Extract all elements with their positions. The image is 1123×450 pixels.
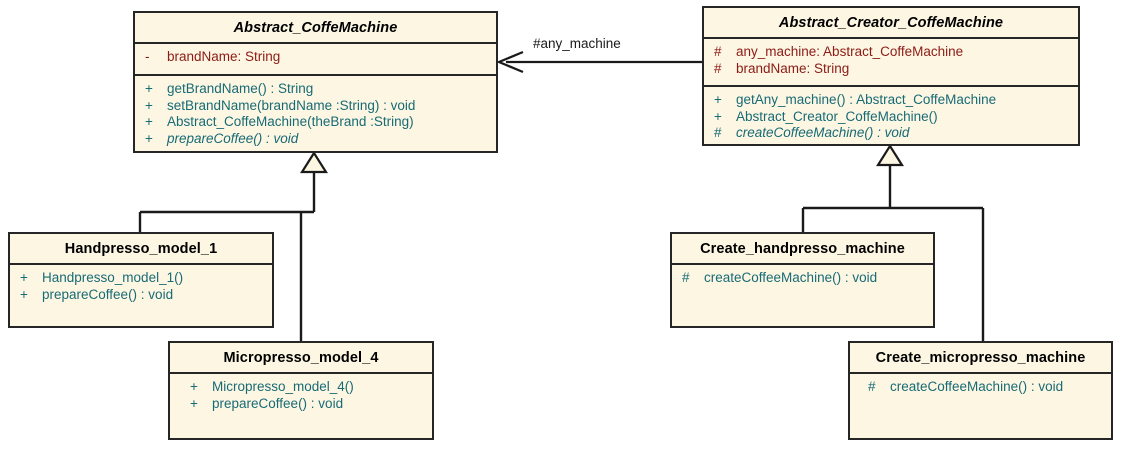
visibility-marker: -	[145, 49, 150, 64]
method-text: createCoffeeMachine() : void	[736, 125, 910, 140]
attribute-row: - brandName: String	[143, 49, 492, 66]
method-row: + Abstract_Creator_CoffeMachine()	[712, 109, 1074, 126]
method-row: # createCoffeeMachine() : void	[680, 270, 929, 287]
class-abstract-creator-coffe-machine[interactable]: Abstract_Creator_CoffeMachine # any_mach…	[702, 6, 1080, 146]
visibility-marker: +	[190, 379, 198, 394]
visibility-marker: +	[20, 286, 28, 302]
visibility-marker: +	[145, 130, 153, 146]
method-text: getBrandName() : String	[167, 81, 314, 96]
methods-compartment: # createCoffeeMachine() : void	[672, 265, 933, 326]
method-row: + prepareCoffee() : void	[143, 131, 492, 148]
visibility-marker: #	[682, 270, 690, 285]
visibility-marker: #	[868, 379, 876, 394]
class-title: Abstract_Creator_CoffeMachine	[704, 8, 1078, 39]
method-row: + prepareCoffee() : void	[18, 287, 268, 304]
class-title: Create_handpresso_machine	[672, 234, 933, 265]
method-text: prepareCoffee() : void	[212, 395, 344, 411]
class-title: Abstract_CoffeMachine	[135, 13, 496, 44]
method-row: # createCoffeeMachine() : void	[712, 125, 1074, 142]
class-title: Handpresso_model_1	[10, 234, 272, 265]
visibility-marker: +	[190, 395, 198, 411]
visibility-marker: +	[145, 81, 153, 96]
method-row: + Micropresso_model_4()	[188, 379, 428, 396]
class-abstract-coffe-machine[interactable]: Abstract_CoffeMachine - brandName: Strin…	[133, 11, 498, 153]
method-row: + setBrandName(brandName :String) : void	[143, 98, 492, 115]
method-text: Abstract_CoffeMachine(theBrand :String)	[167, 114, 414, 129]
attributes-compartment: # any_machine: Abstract_CoffeMachine # b…	[704, 39, 1078, 87]
method-text: getAny_machine() : Abstract_CoffeMachine	[736, 92, 997, 107]
class-create-handpresso-machine[interactable]: Create_handpresso_machine # createCoffee…	[670, 232, 935, 328]
class-handpresso-model-1[interactable]: Handpresso_model_1 + Handpresso_model_1(…	[8, 232, 274, 328]
methods-compartment: + Handpresso_model_1() + prepareCoffee()…	[10, 265, 272, 326]
method-row: + getBrandName() : String	[143, 81, 492, 98]
visibility-marker: #	[714, 44, 722, 59]
class-micropresso-model-4[interactable]: Micropresso_model_4 + Micropresso_model_…	[168, 341, 434, 440]
method-text: createCoffeeMachine() : void	[890, 379, 1064, 394]
attribute-text: brandName: String	[167, 49, 281, 64]
visibility-marker: +	[145, 97, 153, 113]
methods-compartment: + getAny_machine() : Abstract_CoffeMachi…	[704, 87, 1078, 147]
method-row: + Abstract_CoffeMachine(theBrand :String…	[143, 114, 492, 131]
visibility-marker: #	[714, 125, 722, 140]
visibility-marker: #	[714, 60, 722, 76]
method-row: + prepareCoffee() : void	[188, 396, 428, 413]
method-text: prepareCoffee() : void	[167, 130, 299, 146]
methods-compartment: + Micropresso_model_4() + prepareCoffee(…	[170, 374, 432, 438]
visibility-marker: +	[145, 114, 153, 129]
attribute-text: brandName: String	[736, 60, 850, 76]
class-title: Create_micropresso_machine	[850, 343, 1111, 374]
method-text: createCoffeeMachine() : void	[704, 270, 878, 285]
attribute-text: any_machine: Abstract_CoffeMachine	[736, 44, 964, 59]
methods-compartment: + getBrandName() : String + setBrandName…	[135, 76, 496, 152]
class-create-micropresso-machine[interactable]: Create_micropresso_machine # createCoffe…	[848, 341, 1113, 440]
method-text: prepareCoffee() : void	[42, 286, 174, 302]
method-row: # createCoffeeMachine() : void	[866, 379, 1107, 396]
method-text: setBrandName(brandName :String) : void	[167, 97, 416, 113]
method-row: + getAny_machine() : Abstract_CoffeMachi…	[712, 92, 1074, 109]
attributes-compartment: - brandName: String	[135, 44, 496, 76]
method-text: Handpresso_model_1()	[42, 270, 184, 285]
class-title: Micropresso_model_4	[170, 343, 432, 374]
visibility-marker: +	[714, 92, 722, 107]
attribute-row: # brandName: String	[712, 61, 1074, 78]
method-row: + Handpresso_model_1()	[18, 270, 268, 287]
method-text: Abstract_Creator_CoffeMachine()	[736, 108, 938, 124]
association-label: #any_machine	[533, 36, 621, 51]
method-text: Micropresso_model_4()	[212, 379, 354, 394]
visibility-marker: +	[20, 270, 28, 285]
attribute-row: # any_machine: Abstract_CoffeMachine	[712, 44, 1074, 61]
methods-compartment: # createCoffeeMachine() : void	[850, 374, 1111, 438]
association-any-machine	[496, 50, 702, 74]
visibility-marker: +	[714, 108, 722, 124]
